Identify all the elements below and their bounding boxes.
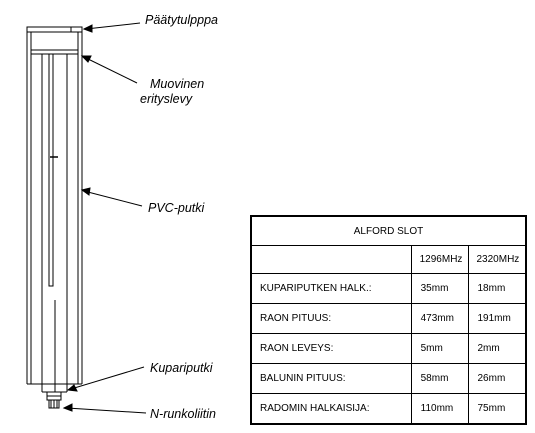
label-copper-pipe: Kupariputki <box>150 361 214 375</box>
row-label: RAON LEVEYS: <box>250 333 412 364</box>
table-header-row: 1296MHz 2320MHz <box>250 245 527 274</box>
label-pvc-pipe: PVC-putki <box>148 201 205 215</box>
n-connector <box>46 391 62 409</box>
table-row: BALUNIN PITUUS: 58mm 26mm <box>250 363 527 394</box>
value-1296: 35mm <box>410 273 469 304</box>
table-row: RAON LEVEYS: 5mm 2mm <box>250 333 527 364</box>
row-label: RADOMIN HALKAISIJA: <box>250 393 412 425</box>
leader-lines <box>62 22 147 414</box>
value-1296: 110mm <box>410 393 469 425</box>
pvc-pipe <box>26 32 83 385</box>
value-1296: 58mm <box>410 363 469 394</box>
column-header: 1296MHz <box>410 245 469 274</box>
value-2320: 191mm <box>467 303 527 334</box>
copper-pipe <box>41 53 68 393</box>
table-title-row: ALFORD SLOT <box>250 215 527 246</box>
value-2320: 2mm <box>467 333 527 364</box>
table-row: KUPARIPUTKEN HALK.: 35mm 18mm <box>250 273 527 304</box>
table-row: RADOMIN HALKAISIJA: 110mm 75mm <box>250 393 527 425</box>
table-row: RAON PITUUS: 473mm 191mm <box>250 303 527 334</box>
label-end-cap: Päätytulpppa <box>145 13 218 27</box>
end-cap <box>26 26 83 33</box>
table-title: ALFORD SLOT <box>250 215 527 246</box>
spec-table: ALFORD SLOT 1296MHz 2320MHz KUPARIPUTKEN… <box>250 215 527 425</box>
row-label: KUPARIPUTKEN HALK.: <box>250 273 412 304</box>
value-1296: 473mm <box>410 303 469 334</box>
slot <box>48 53 54 287</box>
value-2320: 26mm <box>467 363 527 394</box>
row-label: RAON PITUUS: <box>250 303 412 334</box>
label-n-connector: N-runkoliitin <box>150 407 216 421</box>
value-2320: 18mm <box>467 273 527 304</box>
row-label: BALUNIN PITUUS: <box>250 363 412 394</box>
value-2320: 75mm <box>467 393 527 425</box>
value-1296: 5mm <box>410 333 469 364</box>
column-header: 2320MHz <box>467 245 527 274</box>
column-header <box>250 245 412 274</box>
label-spacer-line1: Muovinen <box>150 77 204 91</box>
label-spacer-line2: eritys­levy <box>140 92 193 106</box>
plastic-spacer <box>30 49 79 55</box>
